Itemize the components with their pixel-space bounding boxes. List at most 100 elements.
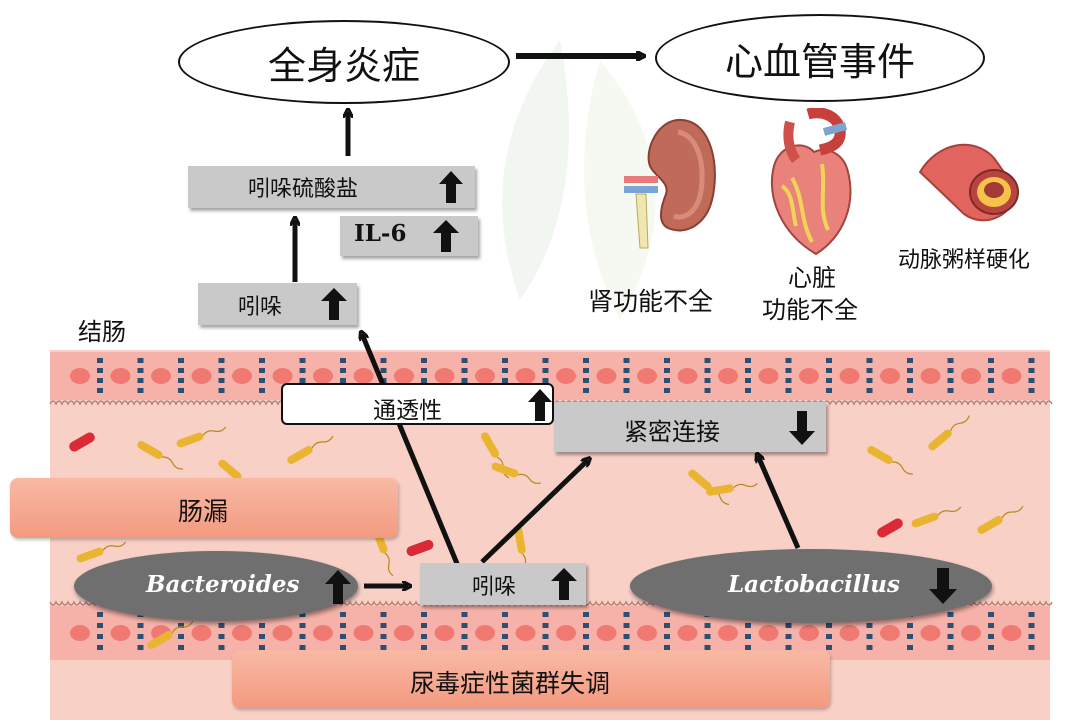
tight-junction-mark	[664, 368, 670, 373]
cell-nucleus	[232, 368, 252, 384]
cardiovascular-events-label: 心血管事件	[724, 39, 915, 84]
tight-junction-mark	[97, 645, 103, 650]
bacterium-yellow	[287, 435, 334, 464]
tight-junction-mark	[745, 378, 751, 383]
tight-junction-mark	[988, 378, 994, 383]
tight-junction-mark	[340, 623, 346, 628]
tight-junction-mark	[785, 634, 792, 639]
tight-junction-mark	[583, 358, 589, 363]
tight-junction-mark	[421, 623, 427, 628]
tight-junction-mark	[866, 634, 873, 639]
tight-junction-mark	[340, 378, 346, 383]
tight-junction-mark	[664, 388, 670, 393]
tight-junction-mark	[461, 368, 468, 373]
tight-junction-mark	[947, 623, 954, 628]
tight-junction-mark	[623, 368, 630, 373]
cell-nucleus	[637, 368, 657, 384]
tight-junction-mark	[745, 623, 751, 628]
cell-nucleus	[394, 625, 414, 641]
cell-nucleus	[880, 368, 900, 384]
tight-junction-mark	[988, 634, 994, 639]
tight-junction-mark	[299, 358, 306, 363]
bacterium-yellow	[137, 441, 183, 470]
tight-junction-mark	[704, 634, 711, 639]
tight-junction-mark	[1028, 623, 1035, 628]
leaky-gut-label: 肠漏	[178, 497, 229, 526]
tight-junction-mark	[542, 645, 549, 650]
cell-nucleus	[110, 625, 131, 641]
tight-junction-mark	[97, 368, 103, 373]
tight-junction-mark	[866, 358, 873, 363]
tight-junction-mark	[623, 378, 630, 383]
lactobacillus-node: Lactobacillus	[630, 549, 992, 623]
cell-nucleus	[151, 368, 171, 384]
tight-junction-mark	[259, 378, 265, 383]
tight-junction-mark	[340, 358, 346, 363]
tight-junction-mark	[988, 623, 994, 628]
tight-junction-mark	[461, 645, 468, 650]
tight-junction-mark	[542, 358, 549, 363]
tight-junction-mark	[704, 368, 711, 373]
cell-nucleus	[961, 625, 981, 641]
tight-junction-mark	[542, 378, 549, 383]
bacterium-red	[877, 518, 903, 538]
tight-junction-mark	[907, 358, 913, 363]
tight-junction-mark	[826, 645, 832, 650]
cell-nucleus	[272, 625, 293, 641]
cell-nucleus	[718, 368, 738, 384]
tight-junction-mark	[299, 378, 306, 383]
tight-junction-mark	[380, 645, 387, 650]
tight-junction-mark	[745, 358, 751, 363]
tight-junction-mark	[178, 645, 184, 650]
cell-nucleus	[839, 368, 860, 384]
indole-lower-box: 吲哚	[420, 563, 586, 605]
tight-junction-mark	[421, 378, 427, 383]
tight-junction-mark	[664, 623, 670, 628]
tight-junction-mark	[218, 378, 225, 383]
tight-junction-mark	[299, 612, 306, 617]
tight-junction-mark	[380, 612, 387, 617]
cell-nucleus	[677, 368, 698, 384]
kidney-label: 肾功能不全	[588, 287, 714, 316]
cell-nucleus	[920, 625, 941, 641]
indoxyl-sulfate-label: 吲哚硫酸盐	[248, 177, 359, 202]
tight-junction-mark	[947, 645, 954, 650]
up-arrow-icon	[439, 171, 463, 203]
tight-junction-mark	[947, 378, 954, 383]
leaky-gut-box: 肠漏	[10, 478, 398, 538]
permeability-label: 通透性	[373, 398, 442, 424]
cell-nucleus	[515, 368, 536, 384]
cell-nucleus	[272, 368, 293, 384]
tight-junction-mark	[502, 612, 508, 617]
tight-junction-mark	[664, 634, 670, 639]
tight-junction-mark	[137, 645, 144, 650]
bacteroides-node: Bacteroides	[74, 551, 358, 621]
tight-junction-mark	[1028, 645, 1035, 650]
tight-junction-mark	[947, 358, 954, 363]
indoxyl-sulfate-box: 吲哚硫酸盐	[188, 166, 475, 208]
cell-nucleus	[353, 625, 374, 641]
tight-junction-mark	[704, 623, 711, 628]
cell-nucleus	[637, 625, 657, 641]
tight-junction-mark	[502, 623, 508, 628]
arrow-lactobacillus-to-tightjunction	[758, 456, 801, 549]
tight-junction-mark	[907, 623, 913, 628]
tight-junction-mark	[664, 612, 670, 617]
tight-junction-mark	[866, 368, 873, 373]
tight-junction-mark	[218, 358, 225, 363]
tight-junction-mark	[1028, 612, 1035, 617]
indole-upper-box: 吲哚	[198, 283, 357, 325]
tight-junction-mark	[664, 378, 670, 383]
tight-junction-mark	[623, 623, 630, 628]
tight-junction-mark	[542, 612, 549, 617]
cell-nucleus	[596, 625, 617, 641]
tight-junction-mark	[988, 358, 994, 363]
tight-junction-mark	[704, 378, 711, 383]
cell-nucleus	[70, 368, 90, 384]
tight-junction-mark	[866, 645, 873, 650]
tight-junction-mark	[97, 358, 103, 363]
tight-junction-mark	[907, 378, 913, 383]
bacterium-red	[406, 539, 434, 557]
tight-junction-mark	[137, 634, 144, 639]
tight-junction-mark	[259, 634, 265, 639]
